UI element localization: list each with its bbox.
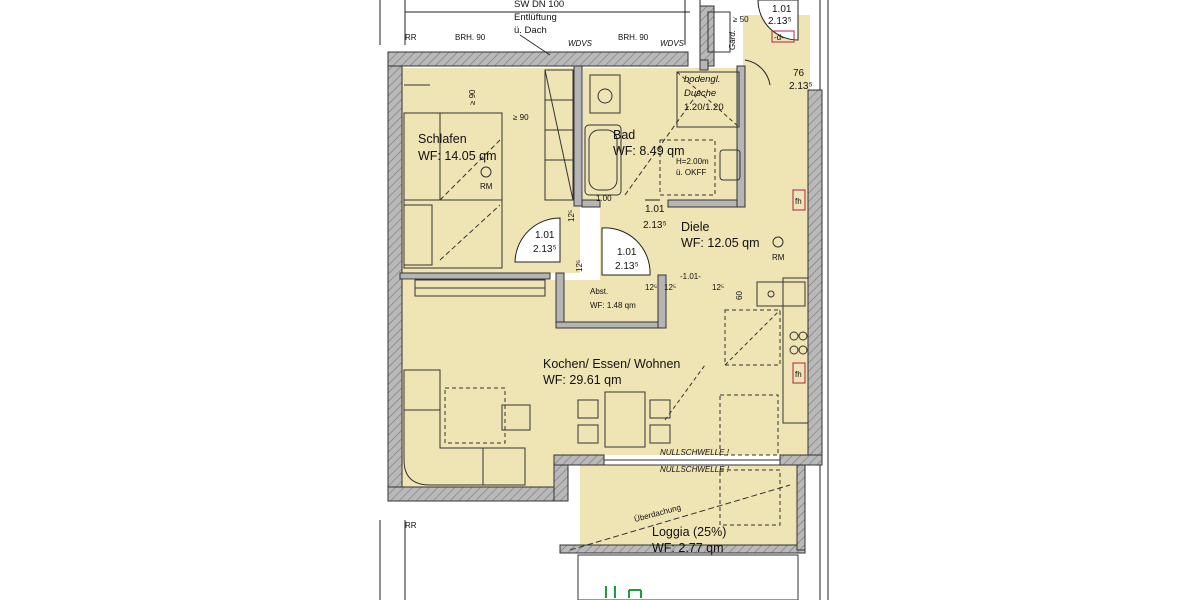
room-abst-name: Abst. bbox=[590, 287, 608, 296]
green-marker bbox=[605, 586, 642, 598]
door-bed-h: 2.13⁵ bbox=[533, 244, 557, 255]
fh-icon bbox=[792, 362, 806, 384]
wall-mark-c: 12⁵ bbox=[645, 283, 657, 292]
door-top-right-w: 1.01 bbox=[772, 4, 792, 15]
nullschwelle-2: NULLSCHWELLE ! bbox=[660, 465, 730, 474]
wall-mark-e: 12⁵ bbox=[712, 283, 724, 292]
bed bbox=[403, 84, 503, 269]
rm-label-hall: RM bbox=[772, 253, 785, 262]
room-bad-area: WF: 8.49 qm bbox=[613, 144, 685, 158]
room-diele-name: Diele bbox=[681, 220, 710, 234]
door-abst-h: 2.13⁵ bbox=[615, 261, 639, 272]
kitchen-dim: 60 bbox=[735, 291, 744, 300]
height-line1: H=2.00m bbox=[676, 157, 709, 166]
surrounding-walls bbox=[379, 0, 829, 600]
rr-label-top: RR bbox=[405, 33, 417, 42]
room-schlafen-name: Schlafen bbox=[418, 132, 467, 146]
room-loggia-area: WF: 2.77 qm bbox=[652, 541, 724, 555]
door-entry-h: 2.13⁵ bbox=[789, 81, 813, 92]
room-wohnen-area: WF: 29.61 qm bbox=[543, 373, 622, 387]
smoke-detector-icon bbox=[480, 166, 492, 178]
top-note-line2: Entlüftung bbox=[514, 12, 557, 23]
door-entry-w: 76 bbox=[793, 68, 805, 79]
brh-label-right: BRH. 90 bbox=[618, 33, 649, 42]
door-top-right-h: 2.13⁵ bbox=[768, 16, 792, 27]
room-abst-area: WF: 1.48 qm bbox=[590, 301, 636, 310]
top-note-line1: SW DN 100 bbox=[514, 0, 564, 10]
kitchen bbox=[719, 277, 809, 456]
shower-line2: Dusche bbox=[684, 88, 716, 99]
door-top-right-tag: -d- bbox=[774, 33, 784, 42]
shower-line3: 1.20/1.20 bbox=[684, 102, 724, 113]
door-bath-h: 2.13⁵ bbox=[643, 220, 667, 231]
room-bad-name: Bad bbox=[613, 128, 635, 142]
bathroom-fixtures bbox=[584, 71, 741, 196]
outer-walls bbox=[387, 5, 823, 554]
rr-label-bottom: RR bbox=[405, 521, 417, 530]
wall-mark-a: 12⁵ bbox=[567, 210, 576, 222]
bed-dim-a: ≥ 90 bbox=[468, 89, 477, 105]
wall-mark-b: 12⁵ bbox=[575, 260, 584, 272]
fh-icon bbox=[792, 189, 806, 211]
door-width-hall: -1.01- bbox=[680, 272, 701, 281]
loggia-area bbox=[569, 459, 799, 600]
room-loggia-name: Loggia (25%) bbox=[652, 525, 726, 539]
door-tag-box bbox=[771, 30, 795, 43]
gard-dim: ≥ 50 bbox=[733, 15, 749, 24]
door-bed-w: 1.01 bbox=[535, 230, 555, 241]
smoke-detector-icon bbox=[772, 236, 784, 248]
living-furniture bbox=[403, 364, 706, 486]
brh-label-left: BRH. 90 bbox=[455, 33, 486, 42]
room-wohnen-name: Kochen/ Essen/ Wohnen bbox=[543, 357, 680, 371]
wdvs-label-right: WDVS bbox=[660, 39, 685, 48]
shower-line1: bodengl. bbox=[684, 74, 720, 85]
door-swings bbox=[514, 0, 799, 276]
wardrobe bbox=[414, 11, 731, 297]
door-bath-w: 1.01 bbox=[645, 204, 665, 215]
wall-mark-d: 12⁵ bbox=[664, 283, 676, 292]
door-abst-w: 1.01 bbox=[617, 247, 637, 258]
wdvs-label-left: WDVS bbox=[568, 39, 593, 48]
top-note-line3: ü. Dach bbox=[514, 25, 547, 36]
height-line2: ü. OKFF bbox=[676, 168, 706, 177]
nullschwelle-1: NULLSCHWELLE ! bbox=[660, 448, 730, 457]
room-schlafen-area: WF: 14.05 qm bbox=[418, 149, 497, 163]
room-diele-area: WF: 12.05 qm bbox=[681, 236, 760, 250]
dim-100: 1.00 bbox=[596, 194, 612, 203]
fh-label-2: fh bbox=[795, 370, 802, 379]
inner-walls bbox=[399, 59, 746, 329]
bed-dim-b: ≥ 90 bbox=[513, 113, 529, 122]
rm-label-bed: RM bbox=[480, 182, 493, 191]
gard-label: Gard. bbox=[728, 30, 737, 50]
fh-label-1: fh bbox=[795, 197, 802, 206]
